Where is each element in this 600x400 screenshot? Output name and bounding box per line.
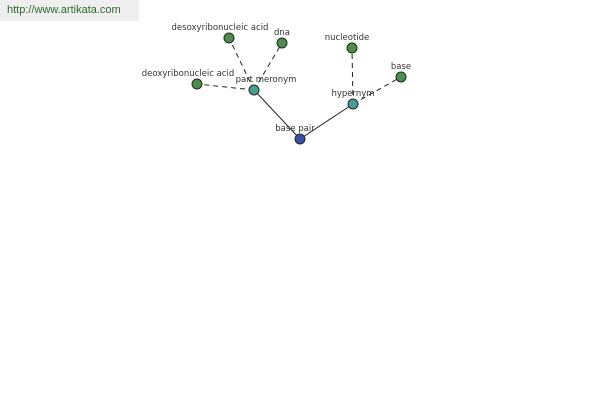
node-desoxyribonucleic-acid[interactable]: [223, 32, 235, 44]
edge-base-pair-hypernym: [299, 103, 354, 140]
edge-hypernym-base: [352, 76, 402, 105]
label-deoxyribonucleic-acid: deoxyribonucleic acid: [142, 69, 235, 79]
label-dna: dna: [274, 28, 290, 38]
node-hypernym[interactable]: [347, 98, 359, 110]
node-part-meronym[interactable]: [248, 84, 260, 96]
edge-part-meronym-dna: [253, 42, 283, 91]
label-desoxyribonucleic-acid: desoxyribonucleic acid: [172, 23, 269, 33]
graph-labels: desoxyribonucleic acid dna deoxyribonucl…: [142, 23, 411, 134]
node-base-pair[interactable]: [294, 133, 306, 145]
label-part-meronym: part meronym: [236, 75, 297, 85]
label-nucleotide: nucleotide: [325, 33, 370, 43]
label-base-pair: base pair: [275, 124, 315, 134]
node-nucleotide[interactable]: [346, 42, 358, 54]
node-deoxyribonucleic-acid[interactable]: [191, 78, 203, 90]
label-base: base: [391, 62, 411, 72]
node-base[interactable]: [395, 71, 407, 83]
edge-hypernym-nucleotide: [351, 47, 354, 105]
label-hypernym: hypernym: [331, 89, 374, 99]
edge-part-meronym-deoxyribonucleic-acid: [196, 83, 255, 91]
site-url-link[interactable]: http://www.artikata.com: [7, 4, 121, 16]
url-banner: http://www.artikata.com: [0, 0, 139, 21]
graph-nodes: [191, 32, 407, 145]
graph-edges: [196, 37, 402, 140]
edge-part-meronym-desoxyribonucleic-acid: [228, 37, 255, 91]
node-dna[interactable]: [276, 37, 288, 49]
edge-base-pair-part-meronym: [253, 89, 301, 140]
